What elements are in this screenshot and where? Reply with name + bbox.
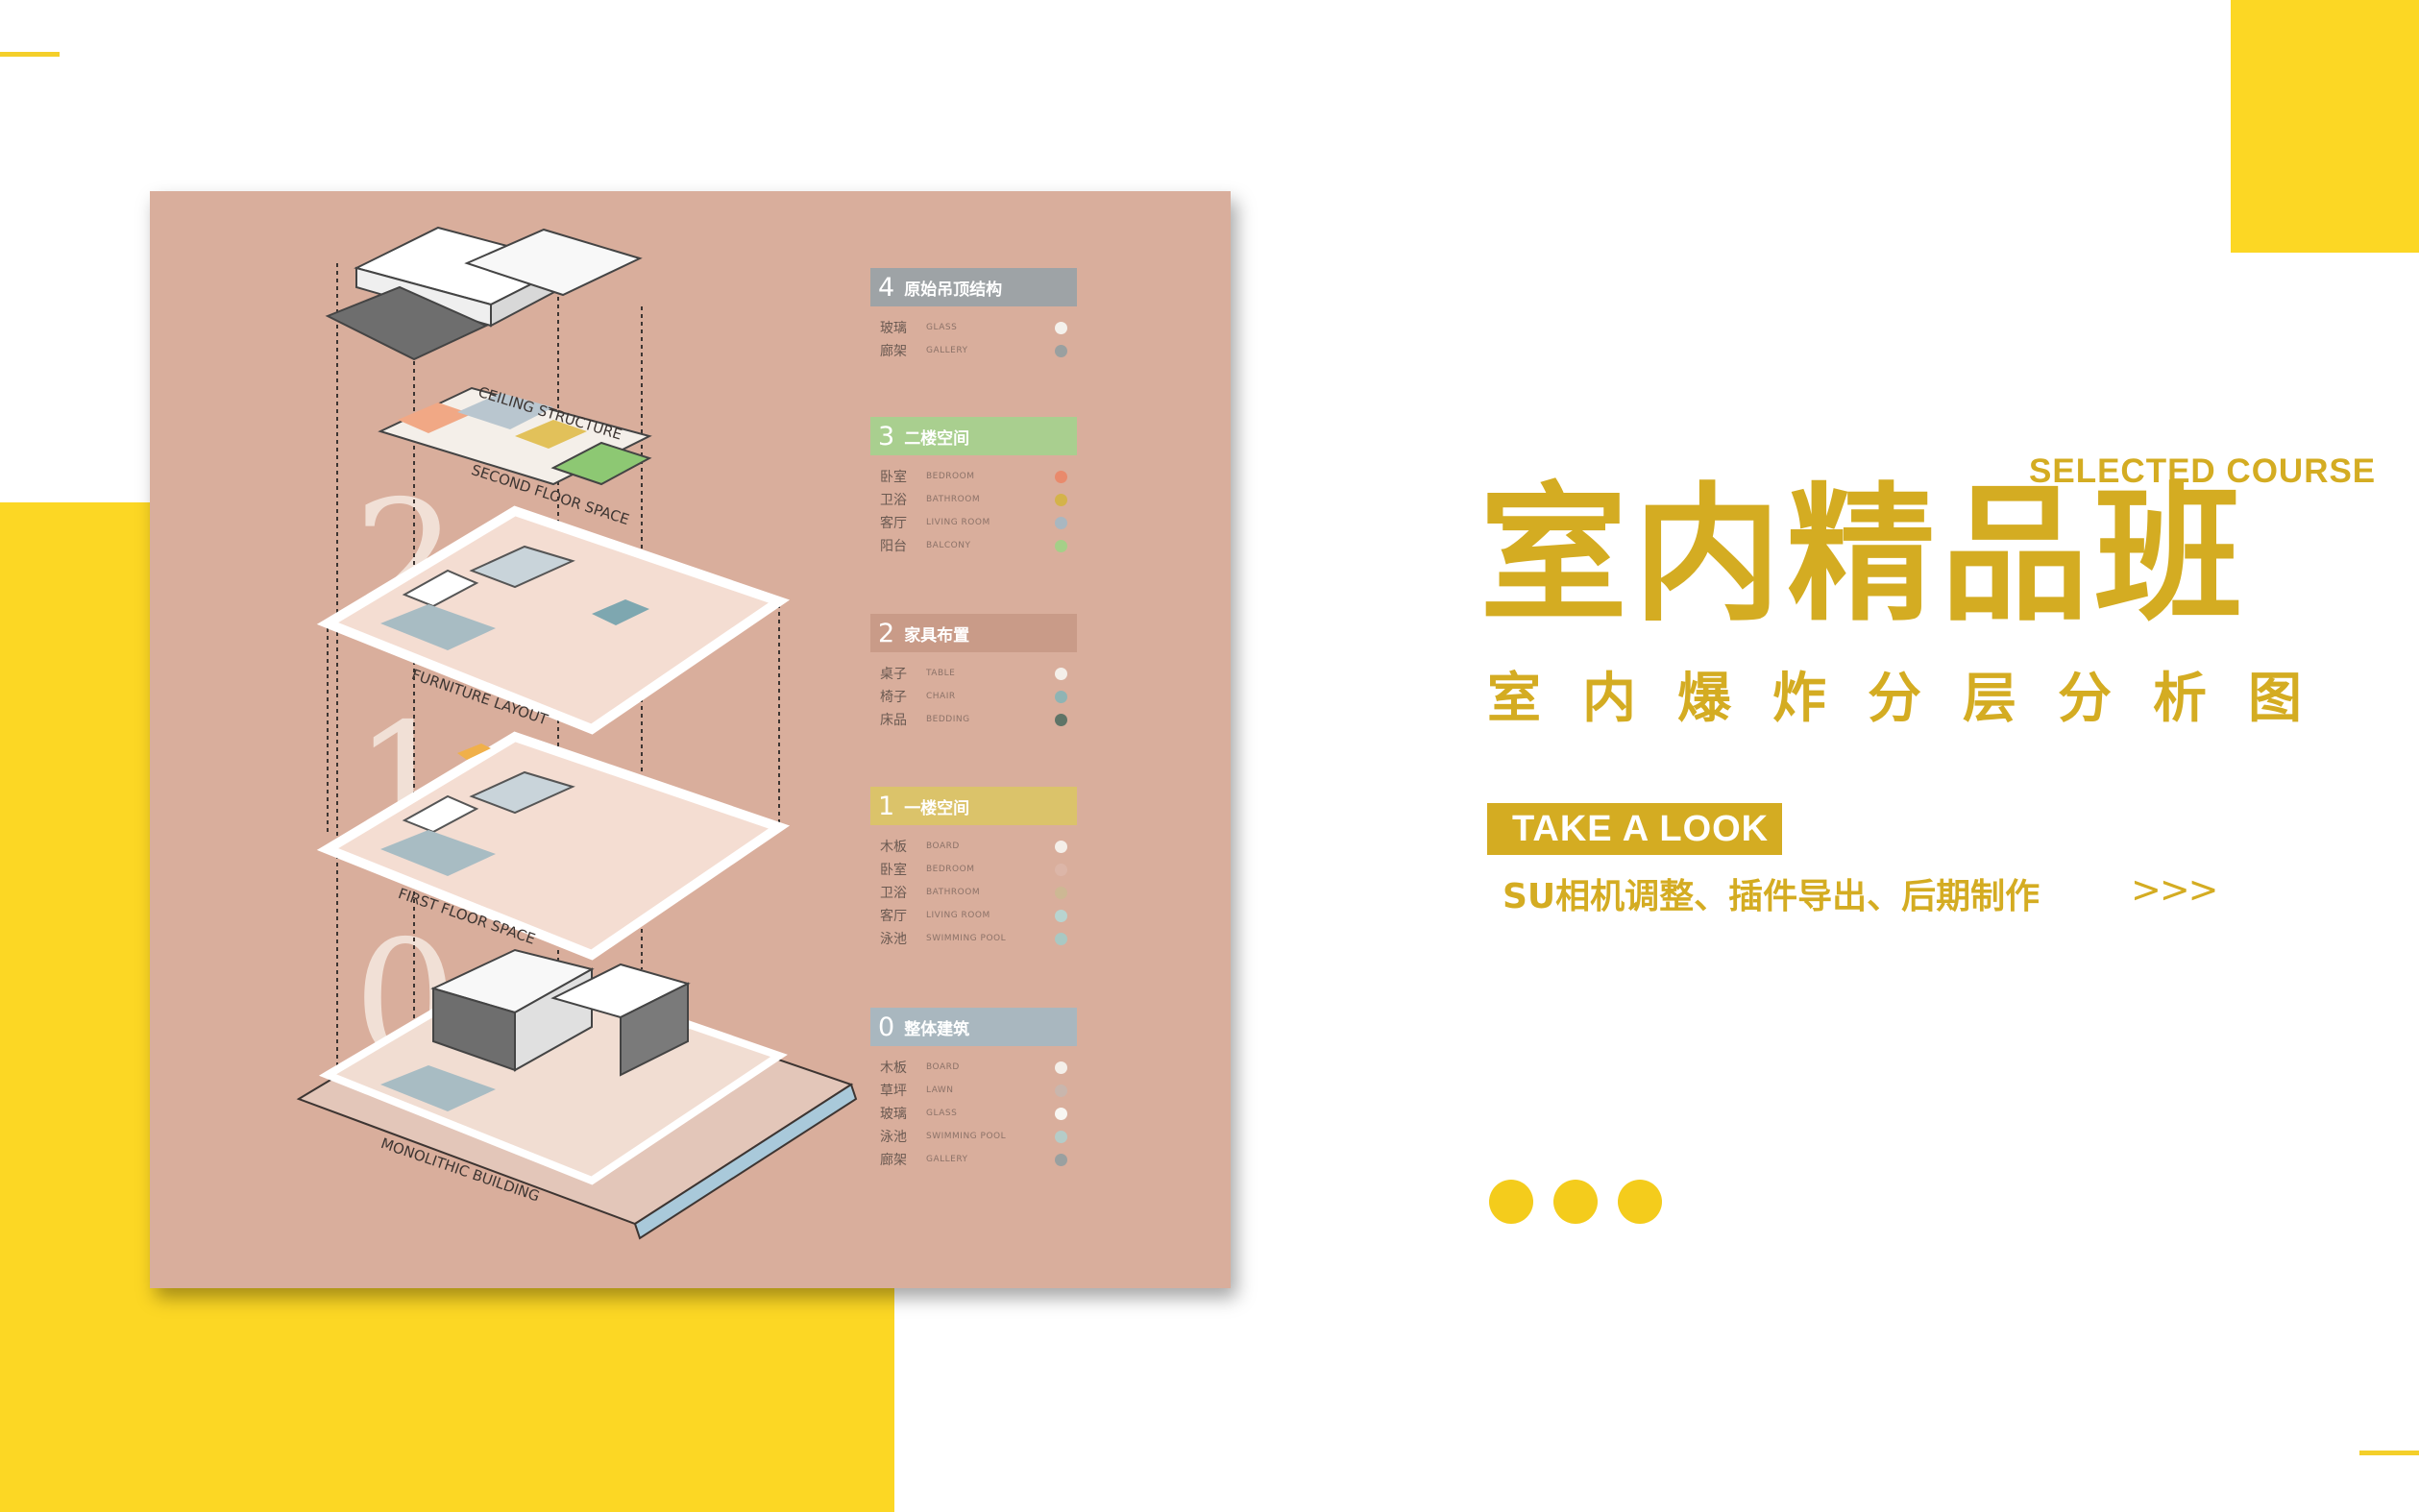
- take-a-look-button[interactable]: TAKE A LOOK: [1487, 803, 1782, 855]
- course-description: SU相机调整、插件导出、后期制作: [1503, 877, 2040, 916]
- second-floor-layer: [378, 386, 652, 486]
- bottom-right-accent-line: [2359, 1451, 2419, 1455]
- page-subtitle: 室内爆炸分层分析图: [1487, 668, 2343, 730]
- carousel-dot-3[interactable]: [1618, 1180, 1662, 1224]
- exploded-diagram-poster: 2 1 0: [150, 191, 1231, 1288]
- selected-course-label: SELECTED COURSE: [2029, 452, 2377, 490]
- ceiling-layer: [325, 226, 643, 361]
- isometric-layer-drawing: [296, 226, 858, 1240]
- top-right-yellow-block: [2231, 0, 2419, 253]
- top-left-accent-line: [0, 52, 60, 57]
- arrow-chevrons-icon: >>>: [2131, 868, 2219, 911]
- first-floor-layer: [316, 731, 791, 961]
- furniture-layout-layer: [316, 505, 791, 735]
- monolithic-building-layer: [296, 948, 858, 1240]
- page-title: 室内精品班: [1479, 470, 2249, 642]
- carousel-dot-1[interactable]: [1489, 1180, 1533, 1224]
- carousel-dot-2[interactable]: [1553, 1180, 1598, 1224]
